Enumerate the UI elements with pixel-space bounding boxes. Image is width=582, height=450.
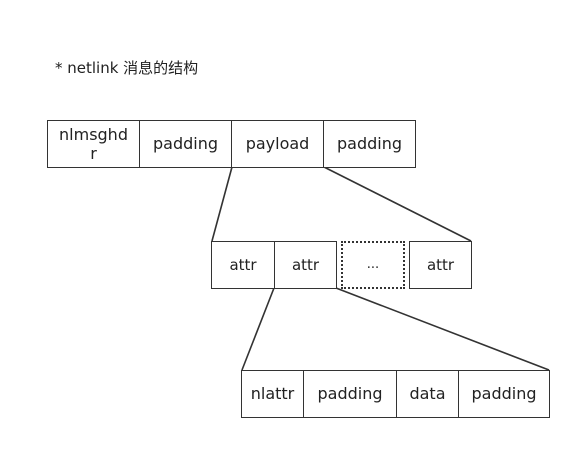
payload-left-connector xyxy=(211,166,233,242)
payload-right-connector xyxy=(323,166,472,242)
diagram-title: * netlink 消息的结构 xyxy=(55,59,199,77)
attr-right-connector xyxy=(335,287,550,371)
payload-cell-label: attr xyxy=(229,256,257,274)
attribute-cell-padding: padding xyxy=(303,370,397,418)
attribute-cell-data: data xyxy=(396,370,459,418)
payload-cell-attr-2: attr xyxy=(274,241,337,289)
message-cell-label: nlmsghdr xyxy=(59,125,128,163)
payload-cell-attr-3: attr xyxy=(409,241,472,289)
payload-cell-label: ... xyxy=(366,257,380,272)
attr-left-connector xyxy=(241,287,275,371)
message-cell-label: padding xyxy=(336,134,402,153)
attribute-cell-nlattr: nlattr xyxy=(241,370,304,418)
message-cell-label: padding xyxy=(152,134,218,153)
message-cell-padding: padding xyxy=(139,120,232,168)
message-cell-nlmsghdr: nlmsghdr xyxy=(47,120,140,168)
payload-cell-label: attr xyxy=(426,256,455,274)
message-cell-padding-2: padding xyxy=(323,120,416,168)
attribute-cell-label: padding xyxy=(317,384,383,403)
payload-cell-ellipsis: ... xyxy=(341,241,405,289)
message-cell-label: payload xyxy=(245,134,310,153)
attribute-cell-label: data xyxy=(409,384,446,403)
payload-cell-attr-1: attr xyxy=(211,241,275,289)
message-cell-payload: payload xyxy=(231,120,324,168)
attribute-cell-padding-2: padding xyxy=(458,370,550,418)
attribute-cell-label: padding xyxy=(471,384,537,403)
attribute-cell-label: nlattr xyxy=(250,384,295,403)
payload-cell-label: attr xyxy=(291,256,320,274)
